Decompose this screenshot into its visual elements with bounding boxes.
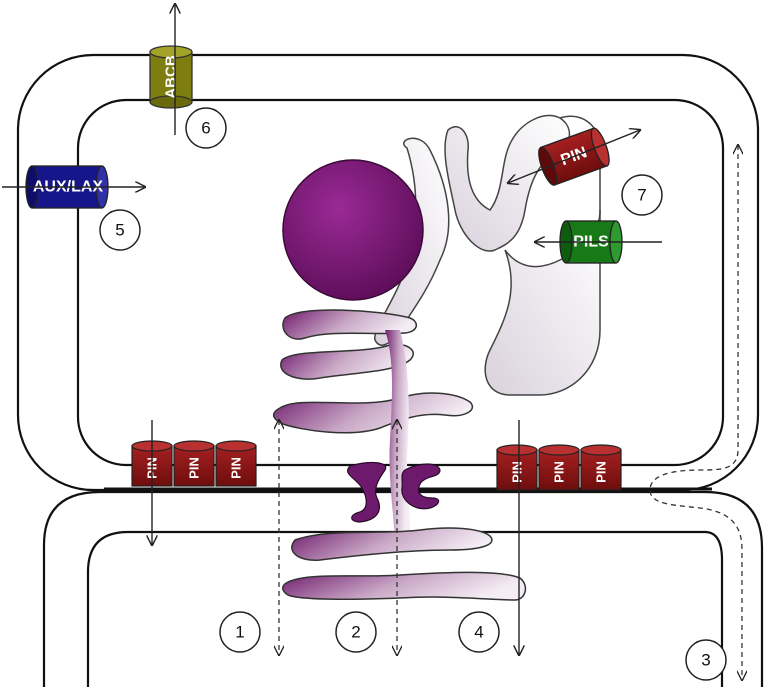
marker-7-label: 7: [637, 186, 646, 205]
marker-2-label: 2: [351, 623, 360, 642]
pin-label: PIN: [510, 461, 525, 483]
pin-transporter: PIN: [581, 445, 621, 490]
marker-4-label: 4: [474, 623, 483, 642]
pin-cluster-left: PIN PIN PIN: [132, 441, 256, 486]
marker-3: 3: [686, 640, 726, 680]
marker-2: 2: [336, 612, 376, 652]
marker-1: 1: [220, 612, 260, 652]
marker-4: 4: [459, 612, 499, 652]
pin-transporter: PIN: [539, 445, 579, 490]
pin-cluster-right: PIN PIN PIN: [497, 445, 621, 490]
abcb-label: ABCB: [163, 55, 180, 98]
abcb-transporter: ABCB: [150, 46, 192, 108]
lower-plasma-membrane: [88, 532, 722, 687]
marker-1-label: 1: [235, 623, 244, 642]
pin-transporter: PIN: [174, 441, 214, 486]
marker-6-label: 6: [201, 119, 210, 138]
pin-label: PIN: [187, 457, 202, 479]
pin-label: PIN: [594, 461, 609, 483]
marker-6: 6: [186, 108, 226, 148]
nucleus: [283, 160, 423, 300]
pin-label: PIN: [552, 461, 567, 483]
marker-3-label: 3: [701, 651, 710, 670]
marker-7: 7: [622, 175, 662, 215]
pin-label: PIN: [229, 457, 244, 479]
pin-transporter: PIN: [497, 445, 537, 490]
pin-transporter: PIN: [216, 441, 256, 486]
marker-5: 5: [100, 210, 140, 250]
marker-5-label: 5: [115, 221, 124, 240]
